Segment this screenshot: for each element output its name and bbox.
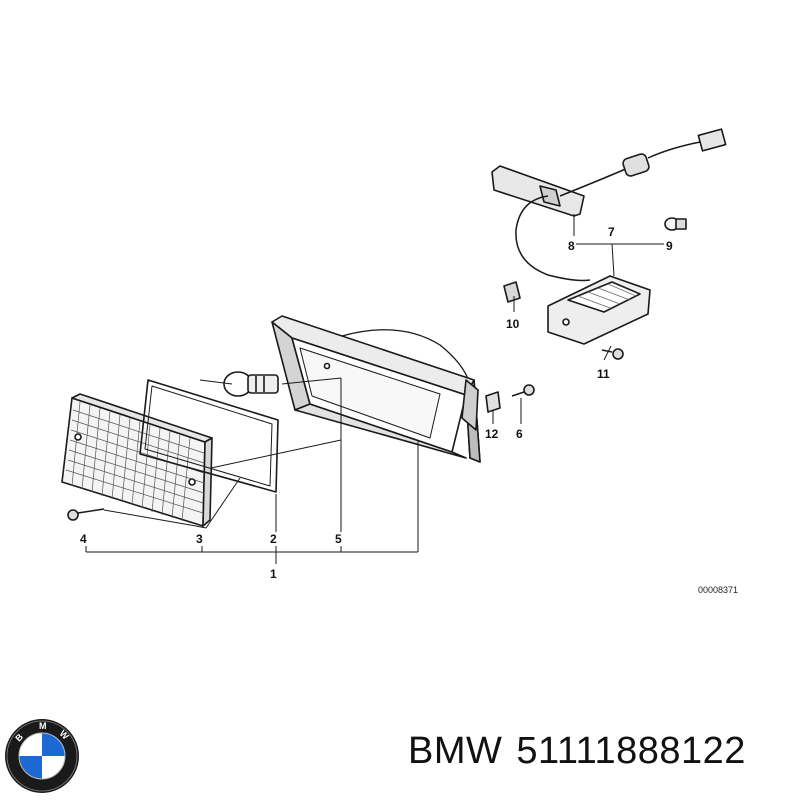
clip-part-10	[503, 281, 521, 303]
leader-lines	[85, 214, 664, 564]
callout-7: 7	[608, 225, 615, 239]
bmw-logo-icon: B M W	[5, 719, 79, 793]
lens-part-3	[61, 393, 213, 527]
callout-6: 6	[516, 427, 523, 441]
screw-part-4	[67, 508, 105, 521]
part-number: 51111888122	[516, 730, 746, 772]
callout-1: 1	[270, 567, 277, 581]
callout-12: 12	[485, 427, 499, 441]
bulb	[223, 371, 279, 397]
connector-part-8	[491, 128, 727, 282]
part-title: BMW 51111888122	[408, 730, 760, 773]
svg-text:M: M	[39, 721, 47, 731]
gasket-part-2	[139, 379, 279, 493]
clip-part-12	[485, 391, 501, 413]
callout-2: 2	[270, 532, 277, 546]
callout-5: 5	[335, 532, 342, 546]
footer: B M W BMW 51111888122	[0, 712, 800, 793]
callout-4: 4	[80, 532, 87, 546]
screw-part-11	[601, 348, 624, 360]
bulb-part-9	[664, 217, 687, 231]
screw-part-6	[511, 384, 535, 397]
callout-3: 3	[196, 532, 203, 546]
callout-10: 10	[506, 317, 520, 331]
callout-11: 11	[597, 367, 610, 381]
light-unit-part-7	[547, 275, 651, 345]
callout-9: 9	[666, 239, 673, 253]
housing-part-5	[271, 315, 481, 463]
brand-name: BMW	[408, 730, 503, 772]
drawing-number: 00008371	[698, 585, 738, 595]
callout-8: 8	[568, 239, 575, 253]
